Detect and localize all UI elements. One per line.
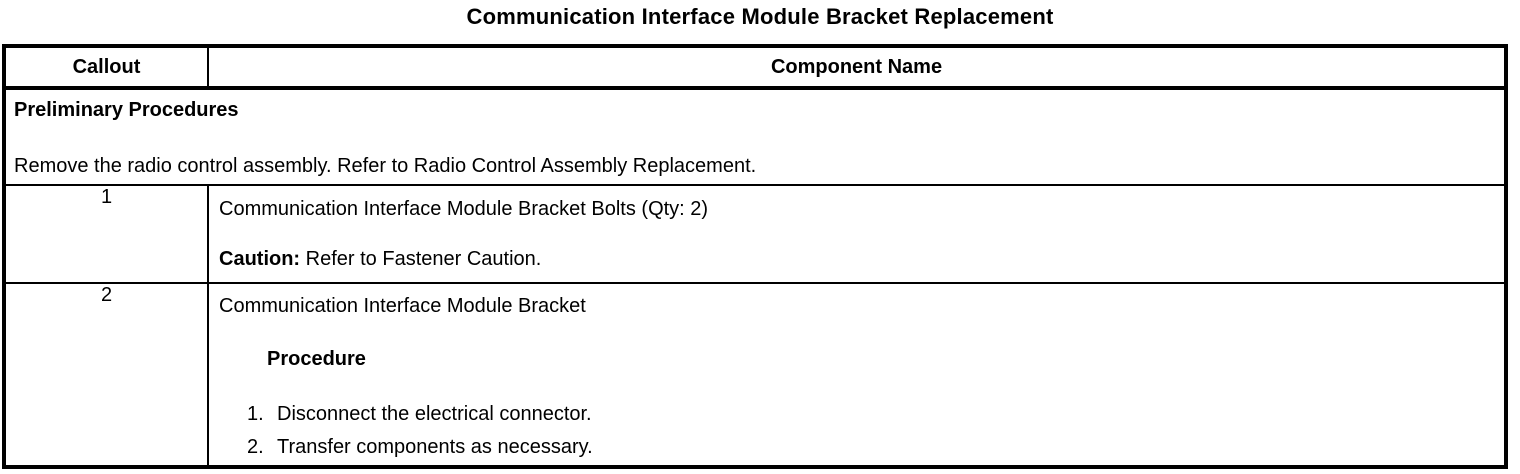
component-name-text: Communication Interface Module Bracket (219, 295, 586, 317)
table-row-callout-1: 1 Communication Interface Module Bracket… (3, 184, 1507, 284)
callout-number-2: 2 (3, 282, 209, 468)
table-row-callout-2: 2 Communication Interface Module Bracket… (3, 282, 1507, 468)
step-text: Disconnect the electrical connector. (277, 403, 592, 425)
step-text: Transfer components as necessary. (277, 436, 593, 458)
component-name-text: Communication Interface Module Bracket B… (219, 198, 709, 220)
component-cell-2: Communication Interface Module Bracket P… (207, 282, 1507, 468)
step-number: 2. (247, 436, 264, 458)
procedure-step: 1. Disconnect the electrical connector. (247, 403, 1494, 426)
component-callout-table: Callout Component Name Preliminary Proce… (2, 44, 1508, 469)
component-cell-1: Communication Interface Module Bracket B… (207, 184, 1507, 284)
page-title: Communication Interface Module Bracket R… (466, 4, 1054, 29)
preliminary-procedures-row: Preliminary Procedures Remove the radio … (3, 87, 1507, 186)
caution-text: Refer to Fastener Caution. (300, 248, 542, 270)
preliminary-procedures-heading: Preliminary Procedures (14, 99, 239, 121)
preliminary-procedures-text: Remove the radio control assembly. Refer… (14, 155, 757, 177)
caution-label: Caution: (219, 248, 301, 270)
column-header-callout: Callout (3, 45, 209, 90)
procedure-step: 2. Transfer components as necessary. (247, 436, 1494, 459)
procedure-heading: Procedure (267, 348, 366, 370)
procedure-steps-list: 1. Disconnect the electrical connector. … (219, 403, 1494, 459)
caution-line: Caution: Refer to Fastener Caution. (219, 248, 1494, 271)
table-header-row: Callout Component Name (3, 45, 1507, 90)
step-number: 1. (247, 403, 264, 425)
preliminary-procedures-cell: Preliminary Procedures Remove the radio … (3, 87, 1507, 186)
column-header-component-name: Component Name (207, 45, 1507, 90)
callout-number-1: 1 (3, 184, 209, 284)
